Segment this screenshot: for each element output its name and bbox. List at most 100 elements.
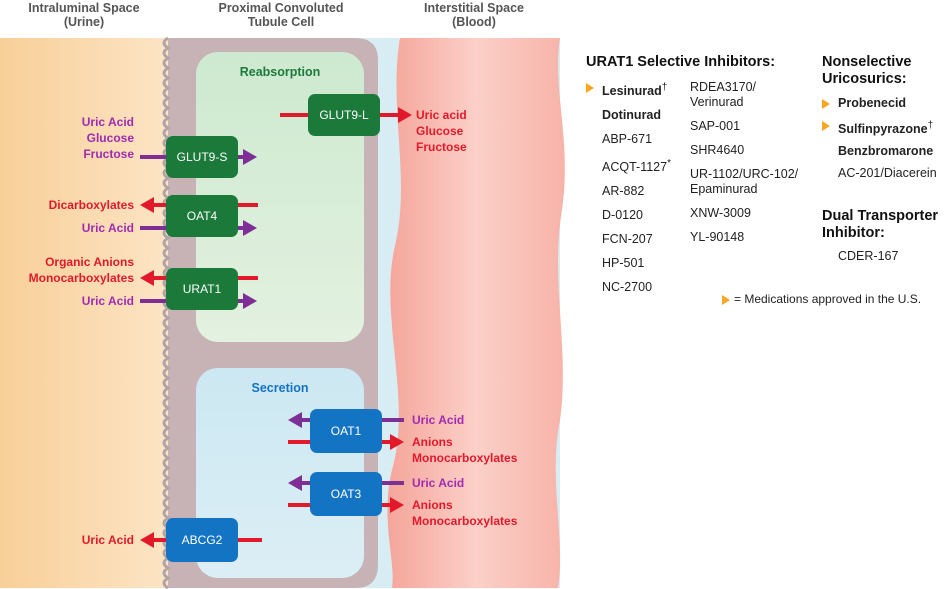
legend-text: = Medications approved in the U.S. xyxy=(734,292,922,306)
urat1-inhibitor-col2-3: UR-1102/URC-102/Epaminurad xyxy=(690,167,820,197)
approved-marker-icon xyxy=(822,99,830,109)
dual-item: CDER-167 xyxy=(838,249,899,263)
approved-marker-icon xyxy=(822,121,830,131)
urat1-inhibitor-col2-line: YL-90148 xyxy=(690,230,745,244)
nonselective-item-name: Probenecid xyxy=(838,96,907,110)
urat1-inhibitor-col2-4: XNW-3009 xyxy=(690,206,820,221)
transporter-oat1: OAT1 xyxy=(310,409,382,453)
glut9l-sub-1: Uric acid xyxy=(416,108,467,122)
dual-panel: Dual Transporter Inhibitor: xyxy=(822,208,948,242)
urat1-inhibitor-col2-1: SAP-001 xyxy=(690,119,820,134)
nonselective-title-1: Nonselective xyxy=(822,54,912,70)
nonselective-item-3: AC-201/Diacerein xyxy=(822,166,948,181)
oat3-out-label-2: Monocarboxylates xyxy=(412,514,518,528)
urat1-inhibitor-col2-5: YL-90148 xyxy=(690,230,820,245)
approved-marker-icon xyxy=(722,294,730,305)
urat1-inhibitor-6: FCN-207 xyxy=(586,232,696,247)
urat1-inhibitor-3: ACQT-1127* xyxy=(586,156,696,175)
header-interstitial-line1: Interstitial Space xyxy=(423,1,525,15)
oat1-out-label-1: Anions xyxy=(412,435,453,449)
urat1-inhibitor-name: FCN-207 xyxy=(602,232,653,247)
urat1-inhibitor-footnote-mark: † xyxy=(661,82,668,93)
urat1-in-label: Uric Acid xyxy=(82,294,134,308)
urat1-inhibitor-col2-line: SAP-001 xyxy=(690,119,741,133)
nonselective-item-0: Probenecid xyxy=(822,96,948,111)
oat3-out-label-1: Anions xyxy=(412,498,453,512)
secretion-title: Secretion xyxy=(252,381,309,395)
blood-vessel xyxy=(387,38,565,588)
brush-border xyxy=(162,36,171,589)
dual-title-1: Dual Transporter xyxy=(822,208,939,224)
header-lumen-line1: Intraluminal Space xyxy=(28,1,140,15)
urat1-inhibitor-0: Lesinurad† xyxy=(586,80,696,99)
header-cell-line1: Proximal Convoluted xyxy=(218,1,344,15)
nonselective-title-2: Uricosurics: xyxy=(822,71,907,87)
nonselective-item-name: AC-201/Diacerein xyxy=(838,166,937,181)
transporter-abcg2: ABCG2 xyxy=(166,518,238,562)
nonselective-item-name: Benzbromarone xyxy=(838,144,934,159)
glut9s-sub-1: Uric Acid xyxy=(82,115,134,129)
header-cell: Proximal Convoluted Tubule Cell xyxy=(196,1,366,29)
urat1-inhibitor-col2-2: SHR4640 xyxy=(690,143,820,158)
approval-legend: = Medications approved in the U.S. xyxy=(722,292,948,307)
abcg2-label: ABCG2 xyxy=(182,533,223,547)
oat4-out-label: Dicarboxylates xyxy=(49,198,135,212)
urat1-inhibitor-4: AR-882 xyxy=(586,184,696,199)
urat1-out-label-2: Monocarboxylates xyxy=(29,271,135,285)
urat1-inhibitor-col2-line: SHR4640 xyxy=(690,143,745,157)
urat1-inhibitor-name: Lesinurad xyxy=(602,84,662,99)
urat1-inhibitor-col2-line: Epaminurad xyxy=(690,182,758,196)
urat1-inhibitor-8: NC-2700 xyxy=(586,280,696,295)
urat1-inhibitor-col2-line: UR-1102/URC-102/ xyxy=(690,167,799,181)
nonselective-item-name: Sulfinpyrazone xyxy=(838,122,928,137)
urat1-inhibitor-name: Dotinurad xyxy=(602,108,662,123)
header-interstitial: Interstitial Space (Blood) xyxy=(394,1,554,29)
transporter-oat3: OAT3 xyxy=(310,472,382,516)
urat1-inhibitor-col2-0: RDEA3170/Verinurad xyxy=(690,80,820,110)
nonselective-item-2: Benzbromarone xyxy=(822,144,948,159)
dual-list: CDER-167 xyxy=(838,249,948,264)
nonselective-item-1: Sulfinpyrazone† xyxy=(822,118,948,137)
header-lumen: Intraluminal Space (Urine) xyxy=(14,1,154,29)
transporter-glut9l: GLUT9-L xyxy=(308,94,380,136)
urat1-inhibitor-5: D-0120 xyxy=(586,208,696,223)
glut9l-sub-3: Fructose xyxy=(416,140,467,154)
urat1-inhibitors-panel: URAT1 Selective Inhibitors: xyxy=(586,54,806,71)
oat4-label: OAT4 xyxy=(187,209,218,223)
urat1-inhibitor-7: HP-501 xyxy=(586,256,696,271)
urat1-inhibitor-name: AR-882 xyxy=(602,184,645,199)
glut9s-sub-3: Fructose xyxy=(83,147,134,161)
oat3-in-label: Uric Acid xyxy=(412,476,464,490)
nonselective-item-footnote-mark: † xyxy=(927,120,934,131)
reabsorption-title: Reabsorption xyxy=(240,65,321,79)
urat1-inhibitor-footnote-mark: * xyxy=(667,158,671,170)
header-lumen-line2: (Urine) xyxy=(63,15,105,29)
transporter-urat1: URAT1 xyxy=(166,268,238,310)
approved-marker-icon xyxy=(586,83,594,93)
oat1-label: OAT1 xyxy=(331,424,362,438)
glut9s-sub-2: Glucose xyxy=(87,131,135,145)
oat1-in-label: Uric Acid xyxy=(412,413,464,427)
header-cell-line2: Tubule Cell xyxy=(247,15,315,29)
urat1-inhibitor-col2-line: Verinurad xyxy=(690,95,744,109)
urat1-inhibitor-1: Dotinurad xyxy=(586,108,696,123)
nonselective-panel: Nonselective Uricosurics: xyxy=(822,54,948,88)
dual-title-2: Inhibitor: xyxy=(822,225,885,241)
urat1-inhibitors-title: URAT1 Selective Inhibitors: xyxy=(586,54,776,70)
oat1-out-label-2: Monocarboxylates xyxy=(412,451,518,465)
transporter-oat4: OAT4 xyxy=(166,195,238,237)
oat4-in-label: Uric Acid xyxy=(82,221,134,235)
urat1-inhibitor-name: NC-2700 xyxy=(602,280,653,295)
urat1-inhibitor-name: ACQT-1127 xyxy=(602,160,668,175)
urat1-label: URAT1 xyxy=(183,282,222,296)
oat3-label: OAT3 xyxy=(331,487,362,501)
glut9s-label: GLUT9-S xyxy=(177,150,228,164)
urat1-inhibitor-name: HP-501 xyxy=(602,256,645,271)
lumen-region xyxy=(0,38,180,588)
urat1-inhibitor-name: D-0120 xyxy=(602,208,643,223)
